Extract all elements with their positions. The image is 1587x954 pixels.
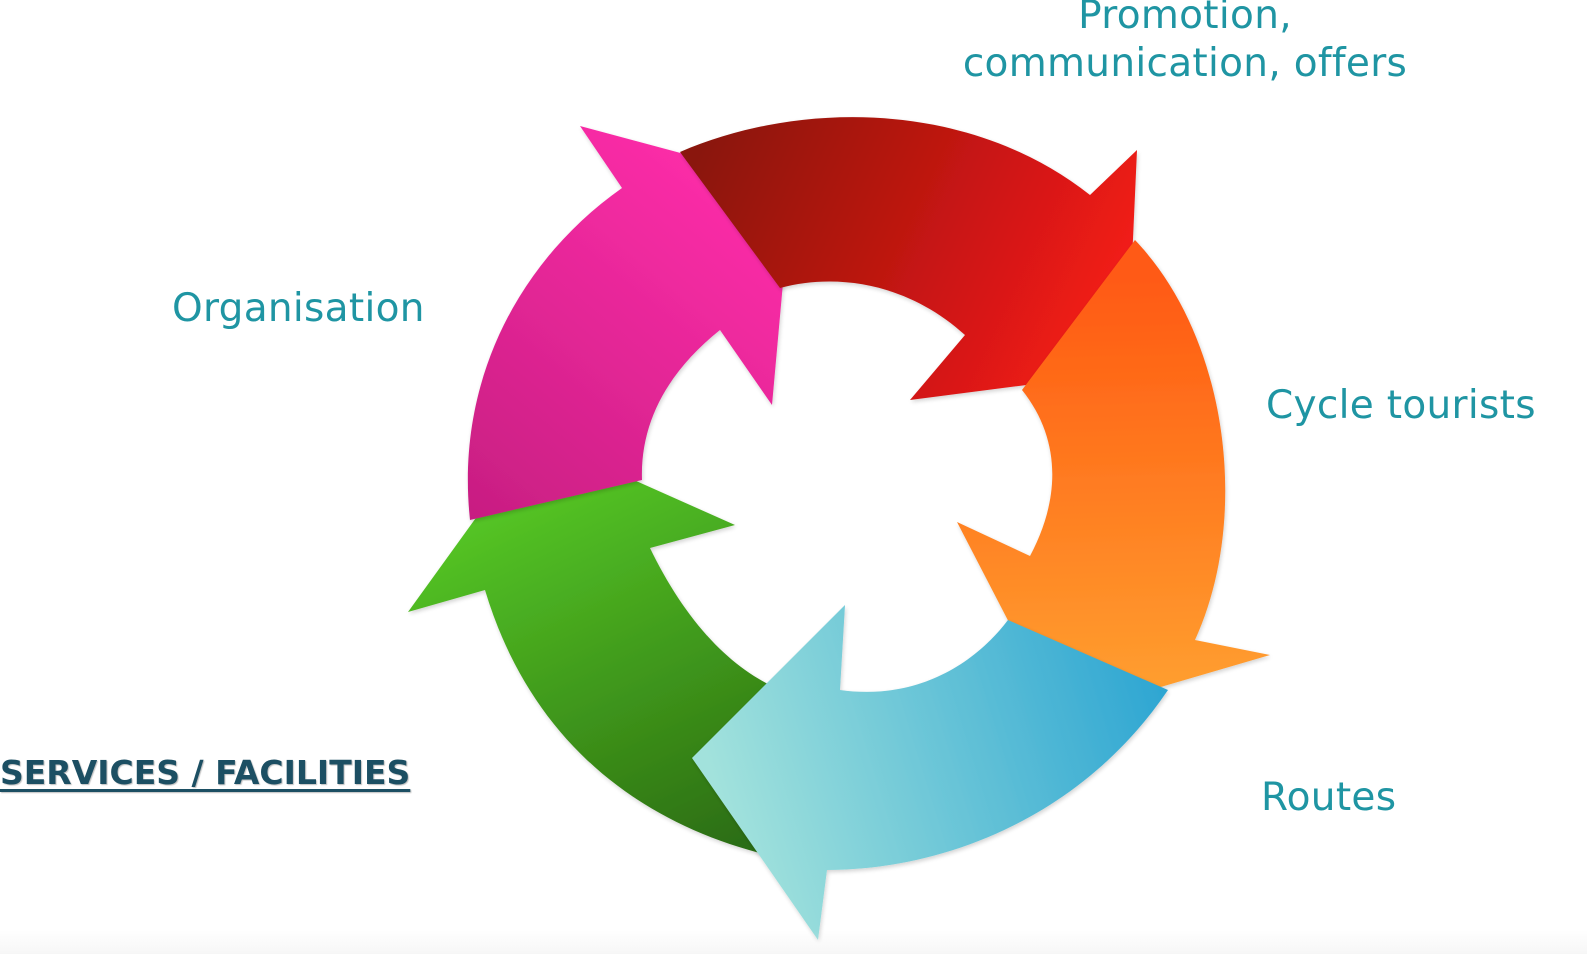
arrow-pink (467, 126, 792, 520)
label-services-facilities: SERVICES / FACILITIES (0, 753, 411, 792)
arrow-blue (692, 605, 1168, 940)
label-routes: Routes (1261, 775, 1397, 820)
arrow-green (408, 436, 790, 860)
arrow-orange (957, 240, 1270, 717)
label-promotion-line1: Promotion, (1078, 0, 1292, 38)
label-cycle-tourists: Cycle tourists (1266, 383, 1536, 428)
label-promotion-line2: communication, offers (962, 41, 1408, 86)
label-promotion: Promotion, communication, offers (900, 0, 1470, 88)
label-organisation: Organisation (172, 286, 425, 331)
arrow-red (680, 117, 1137, 400)
